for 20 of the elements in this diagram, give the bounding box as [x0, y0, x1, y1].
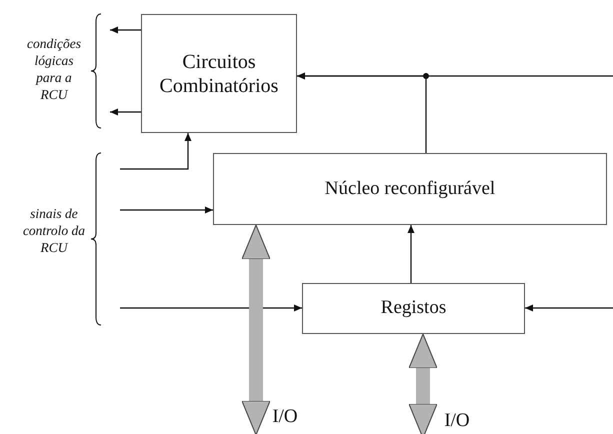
node-label: Núcleo reconfigurável: [324, 178, 496, 200]
arrow: [120, 206, 213, 214]
io-label: I/O: [272, 406, 298, 428]
node-label: Registos: [380, 297, 446, 320]
group-label: condições lógicas para a RCU: [26, 36, 82, 104]
process-box: [213, 153, 607, 225]
arrow: [525, 304, 613, 312]
arrow: [120, 304, 302, 312]
arrow: [110, 108, 141, 116]
process-box: [141, 14, 297, 133]
arrow: [120, 133, 192, 170]
bus-arrow: [242, 224, 270, 434]
arrow: [110, 26, 141, 34]
io-label: I/O: [444, 410, 470, 432]
group-label: sinais de controlo da RCU: [22, 206, 86, 257]
arrow: [297, 72, 427, 153]
node-label: Circuitos Combinatórios: [158, 50, 280, 98]
process-box: [302, 283, 525, 334]
bus-arrow: [408, 334, 438, 434]
arrow: [408, 225, 414, 283]
